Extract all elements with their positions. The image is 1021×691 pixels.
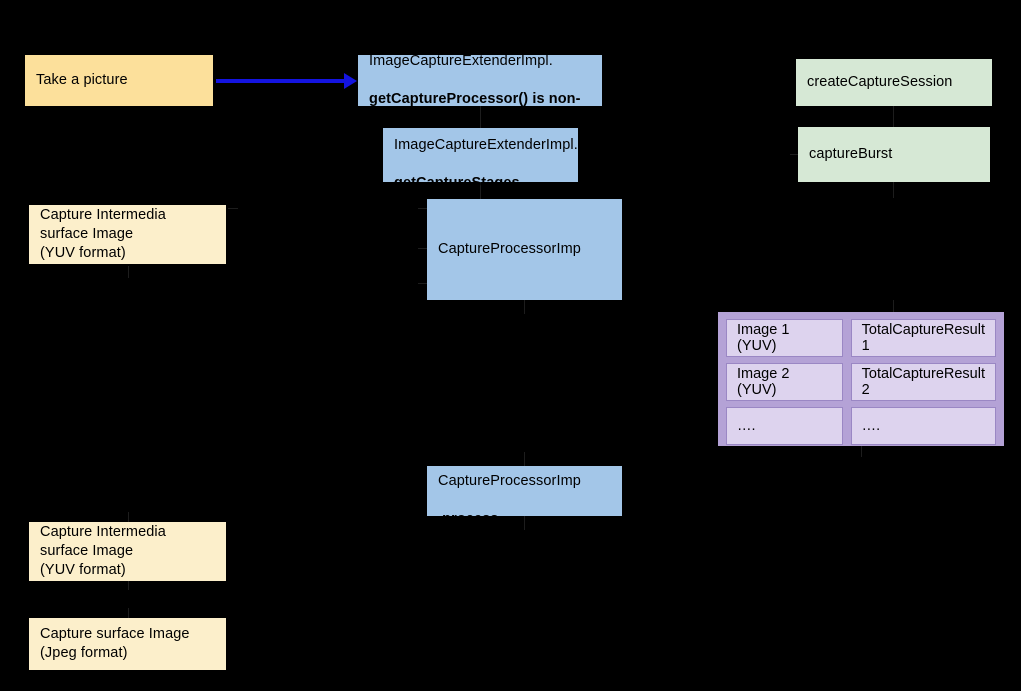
node-capture-burst-label: captureBurst: [809, 145, 893, 162]
node-capture-burst[interactable]: captureBurst: [798, 127, 990, 182]
node-create-capture-session-label: createCaptureSession: [807, 73, 953, 90]
results-table-cell-image-more-label: ….: [737, 418, 756, 434]
node-get-capture-stages-line2: getCaptureStages: [394, 175, 520, 192]
results-table: Image 1 (YUV) TotalCaptureResult 1 Image…: [718, 312, 1004, 446]
node-create-capture-session[interactable]: createCaptureSession: [796, 59, 992, 106]
results-table-cell-image-2[interactable]: Image 2 (YUV): [726, 363, 843, 401]
connector-get-capture-stages-bottom: [480, 182, 481, 200]
connector-intermedia-bottom-bottom: [128, 580, 129, 590]
results-table-cell-result-more[interactable]: ….: [850, 407, 996, 445]
connector-create-capture-session-bottom: [893, 106, 894, 128]
arrow-take-picture-to-processor-line: [216, 79, 344, 83]
arrow-take-picture-to-processor-head: [344, 73, 357, 89]
connector-jpeg-top: [128, 608, 129, 618]
connector-intermedia-top-bottom: [128, 266, 129, 278]
results-table-cell-result-2-label: TotalCaptureResult 2: [861, 366, 985, 398]
node-take-a-picture[interactable]: Take a picture: [25, 55, 213, 106]
connector-process-bottom: [524, 516, 525, 530]
connector-capture-processor-left-top: [418, 208, 428, 209]
node-capture-surface-jpeg-label: Capture surface Image (Jpeg format): [40, 625, 190, 661]
node-get-capture-stages[interactable]: ImageCaptureExtenderImpl. getCaptureStag…: [383, 128, 578, 191]
node-get-capture-stages-line1: ImageCaptureExtenderImpl.: [394, 136, 578, 153]
node-capture-processor-process-line2: .process: [438, 511, 499, 528]
node-capture-intermedia-yuv-top-label: Capture Intermedia surface Image (YUV fo…: [40, 206, 166, 262]
connector-intermedia-bottom-top: [128, 512, 129, 524]
results-table-cell-result-more-label: ….: [861, 418, 881, 434]
connector-capture-processor-left-bottom: [418, 283, 428, 284]
connector-capture-processor-bottom: [524, 300, 525, 314]
connector-intermedia-top-right: [228, 208, 238, 209]
results-table-cell-image-1[interactable]: Image 1 (YUV): [726, 319, 843, 357]
node-get-capture-processor-line2: getCaptureProcessor() is non-null: [369, 91, 581, 127]
node-get-capture-processor-line1: ImageCaptureExtenderImpl.: [369, 52, 553, 69]
results-table-cell-image-2-label: Image 2 (YUV): [737, 366, 790, 398]
node-capture-intermedia-yuv-bottom-label: Capture Intermedia surface Image (YUV fo…: [40, 523, 166, 579]
node-capture-processor-process[interactable]: CaptureProcessorImp .process: [427, 466, 622, 527]
connector-get-capture-processor-bottom: [480, 106, 481, 128]
results-table-cell-image-more[interactable]: ….: [726, 407, 843, 445]
connector-capture-burst-bottom: [893, 182, 894, 198]
node-capture-processor-imp-label: CaptureProcessorImp: [438, 240, 581, 257]
results-table-cell-result-2[interactable]: TotalCaptureResult 2: [850, 363, 996, 401]
connector-results-table-top: [893, 300, 894, 312]
results-table-cell-result-1-label: TotalCaptureResult 1: [861, 322, 985, 354]
connector-results-table-bottom: [861, 445, 862, 457]
node-get-capture-processor[interactable]: ImageCaptureExtenderImpl. getCaptureProc…: [358, 52, 602, 126]
node-capture-intermedia-yuv-bottom[interactable]: Capture Intermedia surface Image (YUV fo…: [29, 522, 226, 581]
node-capture-processor-process-line1: CaptureProcessorImp: [438, 472, 581, 489]
node-capture-intermedia-yuv-top[interactable]: Capture Intermedia surface Image (YUV fo…: [29, 205, 226, 264]
connector-process-top: [524, 452, 525, 466]
results-table-cell-result-1[interactable]: TotalCaptureResult 1: [850, 319, 996, 357]
node-capture-surface-jpeg[interactable]: Capture surface Image (Jpeg format): [29, 618, 226, 670]
results-table-cell-image-1-label: Image 1 (YUV): [737, 322, 790, 354]
node-capture-processor-imp[interactable]: CaptureProcessorImp: [427, 199, 622, 300]
node-take-a-picture-label: Take a picture: [36, 71, 128, 88]
connector-capture-processor-left-mid: [418, 248, 428, 249]
connector-capture-burst-left: [790, 154, 800, 155]
